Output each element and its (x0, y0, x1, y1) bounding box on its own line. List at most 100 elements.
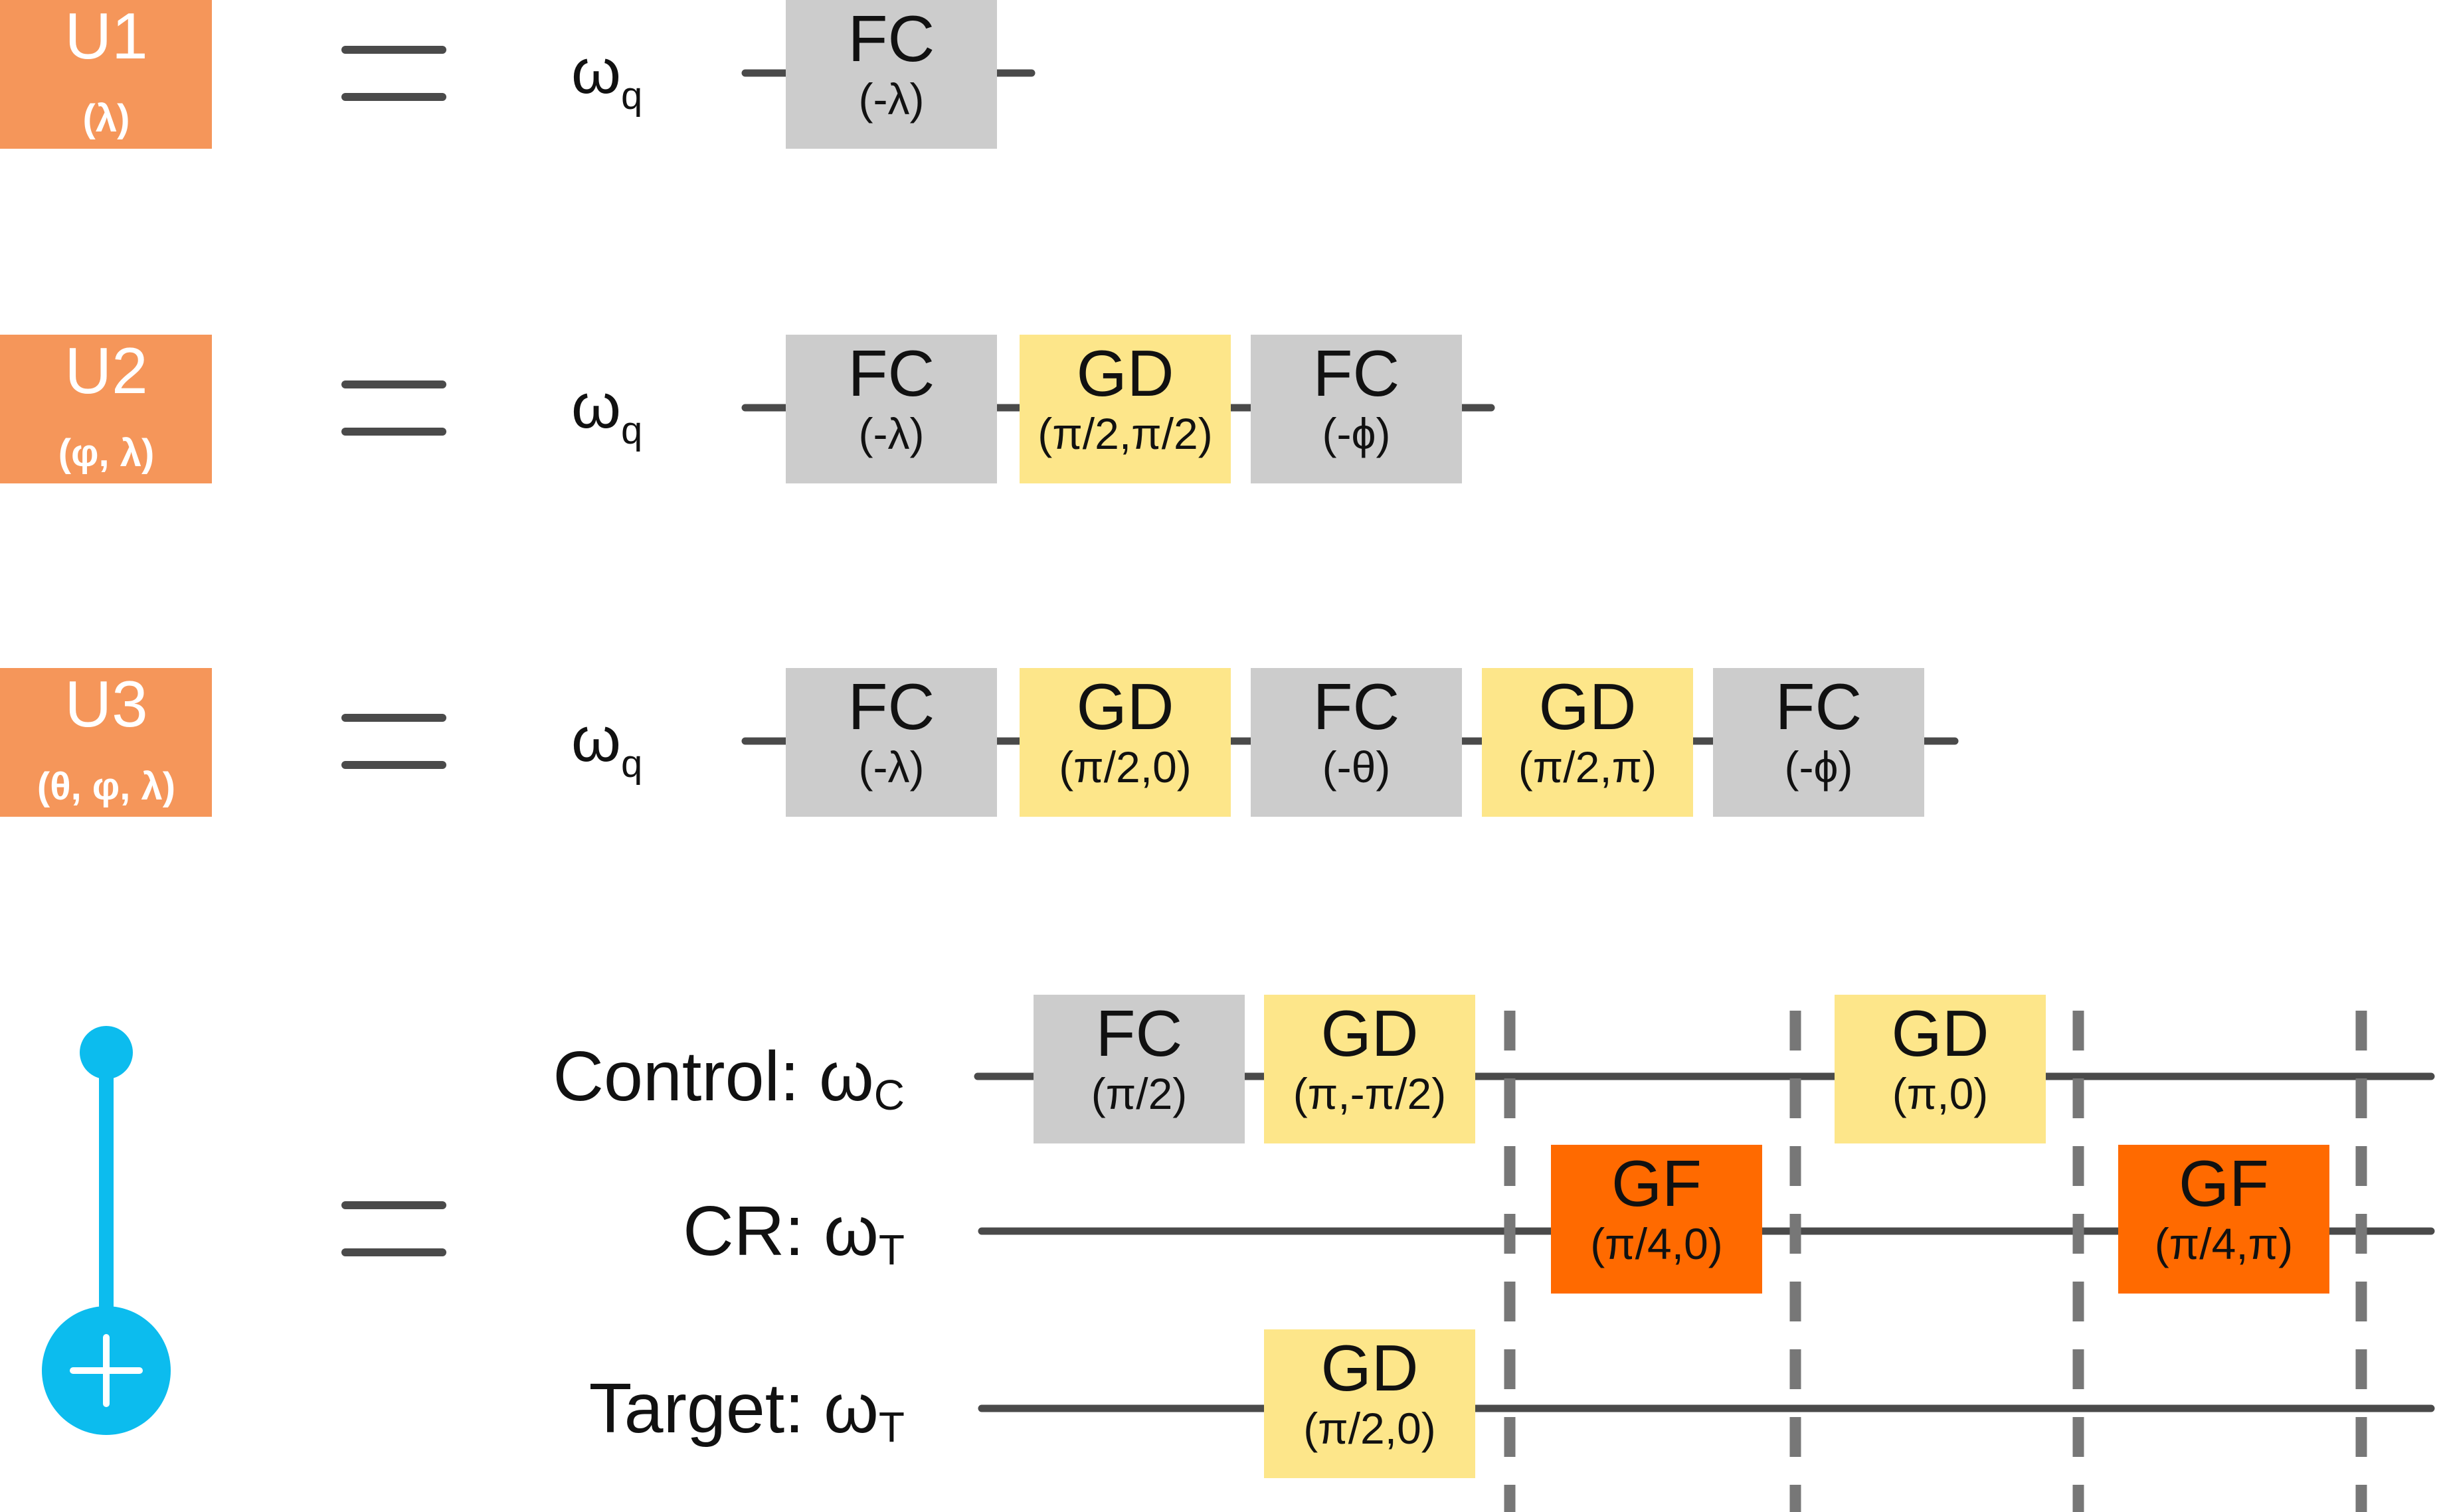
wire-subscript: C (874, 1071, 905, 1119)
gate-param: (π/4,0) (1590, 1219, 1723, 1268)
wire-label: ωq (571, 704, 642, 786)
gate-name: FC (848, 670, 935, 743)
gd-gate: GD(π,-π/2) (1264, 995, 1475, 1143)
unitary-box (0, 335, 212, 483)
equals-bar-bottom (341, 428, 446, 436)
gate-name: GF (2179, 1147, 2269, 1220)
control-dot-icon (80, 1026, 133, 1079)
gate-param: (-ϕ) (1322, 409, 1391, 458)
equals-bar-top (341, 380, 446, 388)
wire-symbol: ω (571, 371, 621, 442)
gate-name: GF (1611, 1147, 1702, 1220)
fc-gate: FC(π/2) (1034, 995, 1245, 1143)
gate-name: FC (1775, 670, 1862, 743)
wire-label: Target: ωT (589, 1369, 905, 1451)
unitary-name: U2 (64, 334, 147, 407)
fc-gate: FC(-λ) (786, 0, 997, 149)
gd-gate: GD(π/2,π/2) (1020, 335, 1231, 483)
gd-gate: GD(π,0) (1835, 995, 2046, 1143)
gate-param: (π/2,0) (1059, 742, 1192, 792)
gate-name: FC (1313, 337, 1400, 410)
unitary-box (0, 668, 212, 817)
equals-bar-bottom (341, 761, 446, 769)
wire-label: CR: ωT (683, 1192, 905, 1274)
gate-param: (π/2) (1091, 1069, 1188, 1118)
wire-subscript: q (621, 742, 642, 786)
gate-name: GD (1892, 997, 1989, 1070)
gate-name: GD (1077, 337, 1174, 410)
gate-param: (-ϕ) (1785, 742, 1853, 792)
gate-name: GD (1321, 1331, 1419, 1404)
gd-gate: GD(π/2,0) (1020, 668, 1231, 817)
unitary-params: (λ) (83, 97, 130, 140)
wire-subscript: T (879, 1403, 905, 1451)
equals-icon (341, 1201, 446, 1256)
gd-gate: GD(π/2,0) (1264, 1329, 1475, 1478)
unitary-row-u1: U1 (λ) ωq FC(-λ) (0, 0, 1036, 149)
gd-gate-box (1020, 668, 1231, 817)
target-plus-icon (42, 1306, 171, 1435)
wire-symbol: ω (571, 36, 621, 107)
gf-gate: GF(π/4,0) (1551, 1145, 1762, 1294)
wire-subscript: q (621, 409, 642, 452)
gf-gate: GF(π/4,π) (2118, 1145, 2329, 1294)
gate-param: (π,-π/2) (1293, 1069, 1446, 1118)
unitary-label: U3 (θ, φ, λ) (0, 667, 212, 817)
gd-gate-box (1482, 668, 1693, 817)
gd-gate-box (1264, 1329, 1475, 1478)
wire-label: Control: ωC (553, 1037, 905, 1119)
equals-bar-top (341, 46, 446, 54)
unitary-params: (φ, λ) (58, 432, 155, 475)
cnot-symbol (42, 1026, 171, 1435)
equals-bar-bottom (341, 1248, 446, 1256)
gate-name: GD (1321, 997, 1419, 1070)
wire-prefix: Target: (589, 1369, 824, 1448)
equals-icon (341, 714, 446, 769)
unitary-name: U3 (64, 667, 147, 740)
fc-gate-box (786, 668, 997, 817)
wire-symbol: ω (819, 1037, 874, 1116)
equals-bar-top (341, 714, 446, 722)
unitary-row-u3: U3(θ, φ, λ)ωqFC(-λ)GD(π/2,0)FC(-θ)GD(π/2… (0, 667, 1959, 817)
fc-gate: FC(-θ) (1251, 668, 1462, 817)
gate-param: (-λ) (859, 74, 925, 124)
fc-gate: FC(-λ) (786, 335, 997, 483)
gate-name: FC (1313, 670, 1400, 743)
unitary-name: U1 (64, 0, 147, 72)
gate-name: GD (1539, 670, 1637, 743)
unitary-label: U2 (φ, λ) (0, 334, 212, 483)
wire-symbol: ω (571, 704, 621, 775)
gd-gate-box (1264, 995, 1475, 1143)
gate-param: (-λ) (859, 742, 925, 792)
gf-gate-box (1551, 1145, 1762, 1294)
wire-label: ωq (571, 36, 642, 118)
gate-param: (π,0) (1892, 1069, 1989, 1118)
equals-icon (341, 380, 446, 436)
gate-name: GD (1077, 670, 1174, 743)
gate-param: (-θ) (1322, 742, 1391, 792)
wire-label: ωq (571, 371, 642, 452)
fc-gate: FC(-ϕ) (1713, 668, 1924, 817)
fc-gate-box (1251, 335, 1462, 483)
fc-gate: FC(-λ) (786, 668, 997, 817)
gate-param: (π/2,π) (1518, 742, 1657, 792)
gate-param: (π/2,π/2) (1038, 409, 1212, 458)
fc-gate-box (786, 0, 997, 149)
wire-subscript: q (621, 74, 642, 118)
gate-param: (π/2,0) (1303, 1404, 1436, 1453)
unitary-box (0, 0, 212, 149)
fc-gate: FC(-ϕ) (1251, 335, 1462, 483)
fc-gate-box (1713, 668, 1924, 817)
gf-gate-box (2118, 1145, 2329, 1294)
equals-bar-top (341, 1201, 446, 1209)
wire-symbol: ω (824, 1369, 879, 1448)
unitary-params: (θ, φ, λ) (37, 765, 175, 808)
fc-gate-box (1034, 995, 1245, 1143)
fc-gate-box (1251, 668, 1462, 817)
wire-subscript: T (879, 1226, 905, 1274)
gate-name: FC (1096, 997, 1183, 1070)
unitary-label: U1 (λ) (0, 0, 212, 149)
